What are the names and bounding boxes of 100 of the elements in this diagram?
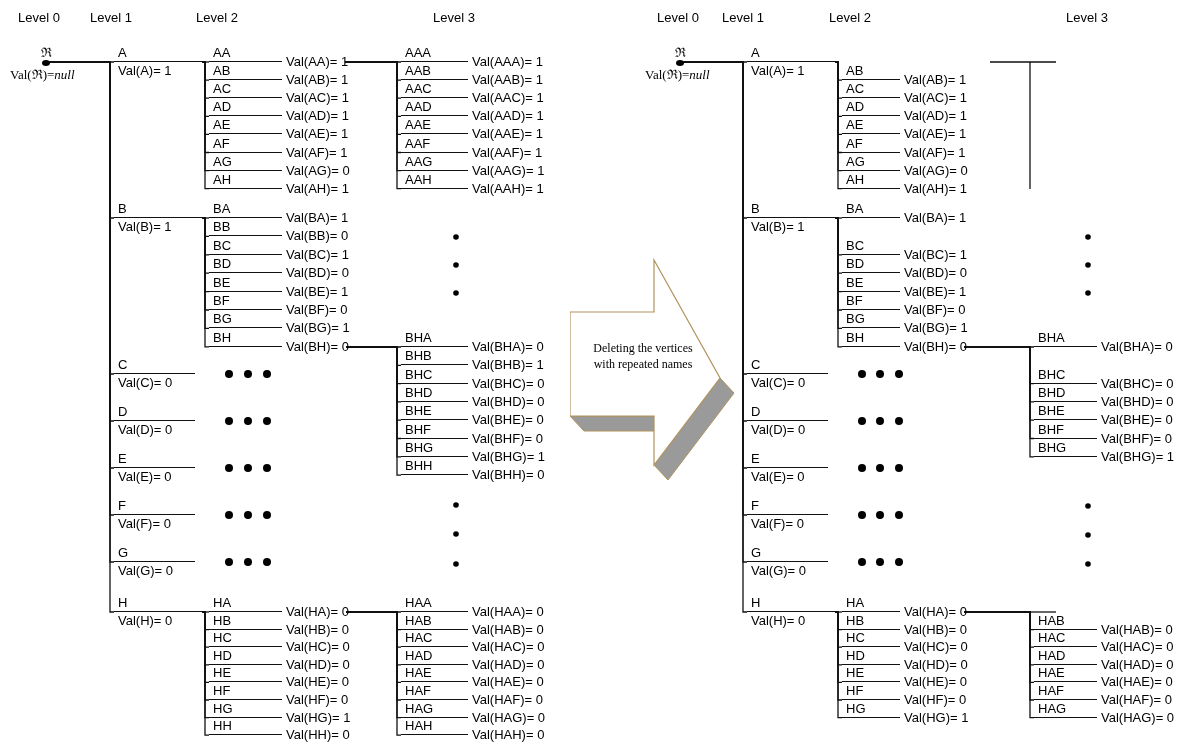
vertex-name: BA [846, 201, 864, 216]
vertex-value: Val(HB)= 0 [286, 621, 349, 638]
vertex-value: Val(D)= 0 [118, 422, 173, 438]
vertex-value: Val(BHA)= 0 [1101, 339, 1173, 355]
vertex-value: Val(AAE)= 1 [472, 126, 543, 143]
vertex-name: AE [846, 117, 864, 133]
vertex-name: HAG [405, 700, 434, 716]
vertex-value: Val(BHD)= 0 [472, 393, 545, 410]
vertex-value: Val(BHG)= 1 [1101, 448, 1175, 465]
vertex-name: HB [846, 612, 865, 628]
vertex-value: Val(HAD)= 0 [472, 656, 545, 673]
vertex-value: Val(HAA)= 0 [472, 604, 544, 620]
vertex-name: AG [213, 153, 232, 169]
vertex-name: HAB [405, 612, 432, 628]
vertex-value: Val(BHE)= 0 [472, 412, 544, 429]
vertex-name: F [751, 498, 759, 513]
vertex-value: Val(BD)= 0 [286, 265, 349, 282]
vertex-name: BHF [405, 421, 431, 437]
vertex-name: BG [213, 311, 232, 327]
vertex-name: BE [846, 274, 864, 290]
vertex-name: HA [846, 595, 865, 610]
vertex-value: Val(HAH)= 0 [472, 727, 545, 744]
vertex-name: HB [213, 612, 232, 628]
vertex-name: BHF [1038, 421, 1064, 437]
vertex-value: Val(HH)= 0 [286, 727, 350, 744]
vertex-name: BHD [1038, 384, 1066, 400]
vertex-name: BHA [1038, 330, 1065, 345]
vertex-value: Val(BD)= 0 [904, 265, 967, 282]
vertex-name: AE [213, 117, 231, 133]
vertex-name: D [118, 404, 128, 419]
vertex-value: Val(ℜ)=null [10, 67, 75, 83]
vertex-value: Val(AA)= 1 [286, 54, 349, 70]
vertex-value: Val(A)= 1 [118, 63, 172, 79]
vertex-name: BC [846, 237, 865, 253]
vertex-name: HF [213, 683, 231, 698]
vertex-value: Val(BG)= 1 [286, 320, 350, 337]
arrow-label: Deleting the vertices with repeated names [592, 340, 694, 372]
vertex-name: BHD [405, 384, 433, 400]
vertex-name: AAD [405, 99, 432, 115]
vertex-name: H [751, 595, 761, 610]
level-heading: Level 0 [18, 10, 60, 25]
vertex-value: Val(BE)= 1 [904, 283, 967, 300]
vertex-name: B [751, 201, 760, 216]
vertex-name: G [118, 545, 129, 560]
vertex-value: Val(BG)= 1 [904, 320, 968, 337]
level-heading: Level 2 [829, 10, 871, 25]
vertex-name: F [118, 498, 126, 513]
vertex-value: Val(HAF)= 0 [472, 692, 543, 708]
vertex-name: HE [213, 665, 232, 681]
vertex-value: Val(BE)= 1 [286, 283, 349, 300]
vertex-value: Val(C)= 0 [118, 375, 173, 391]
vertex-name: HAC [1038, 630, 1066, 646]
vertex-value: Val(BHD)= 0 [1101, 393, 1174, 410]
vertex-value: Val(HC)= 0 [904, 639, 968, 656]
vertex-name: HAE [405, 665, 432, 681]
level-heading: Level 3 [433, 10, 475, 25]
vertex-value: Val(H)= 0 [118, 613, 173, 629]
vertex-name: AH [846, 171, 865, 187]
vertex-value: Val(BH)= 0 [286, 338, 349, 355]
vertex-name: D [751, 404, 761, 419]
vertex-name: HAG [1038, 700, 1067, 716]
vertex-value: Val(AAG)= 1 [472, 162, 545, 179]
vertex-value: Val(AAD)= 1 [472, 108, 544, 125]
vertex-name: A [118, 45, 127, 60]
vertex-value: Val(A)= 1 [751, 63, 805, 79]
vertex-value: Val(AG)= 0 [286, 162, 350, 179]
vertex-value: Val(AD)= 1 [904, 108, 967, 125]
vertex-value: Val(HG)= 1 [286, 709, 351, 726]
vertex-value: Val(BHE)= 0 [1101, 412, 1173, 429]
vertex-name: HE [846, 665, 865, 681]
vertex-value: Val(HB)= 0 [904, 621, 967, 638]
level-heading: Level 0 [657, 10, 699, 25]
vertex-name: AH [213, 171, 232, 187]
vertex-name: AAB [405, 63, 431, 79]
vertex-name: HH [213, 718, 232, 734]
vertex-name: B [118, 201, 127, 216]
vertex-value: Val(AE)= 1 [904, 126, 967, 143]
vertex-value: Val(BHF)= 0 [1101, 430, 1172, 447]
vertex-value: Val(BHA)= 0 [472, 339, 544, 355]
vertex-value: Val(AF)= 1 [286, 144, 348, 161]
vertex-name: BHC [405, 366, 433, 382]
vertex-name: AAG [405, 153, 433, 169]
vertex-name: BD [213, 256, 232, 272]
vertex-value: Val(BF)= 0 [286, 302, 348, 318]
vertex-name: BHA [405, 330, 432, 345]
vertex-name: BC [213, 237, 232, 253]
vertex-name: BHC [1038, 366, 1066, 382]
vertex-value: Val(HF)= 0 [286, 692, 349, 708]
vertex-name: HF [846, 683, 864, 698]
vertex-name: BD [846, 256, 865, 272]
vertex-value: Val(HAG)= 0 [1101, 709, 1175, 726]
vertex-value: Val(HE)= 0 [904, 674, 967, 691]
vertex-name: BF [213, 293, 230, 308]
vertex-name: HAD [1038, 647, 1066, 663]
vertex-value: Val(C)= 0 [751, 375, 806, 391]
vertex-name: HAC [405, 630, 433, 646]
vertex-name: BG [846, 311, 865, 327]
vertex-value: Val(BF)= 0 [904, 302, 966, 318]
vertex-value: Val(AH)= 1 [904, 180, 967, 197]
vertex-value: Val(F)= 0 [751, 516, 804, 532]
